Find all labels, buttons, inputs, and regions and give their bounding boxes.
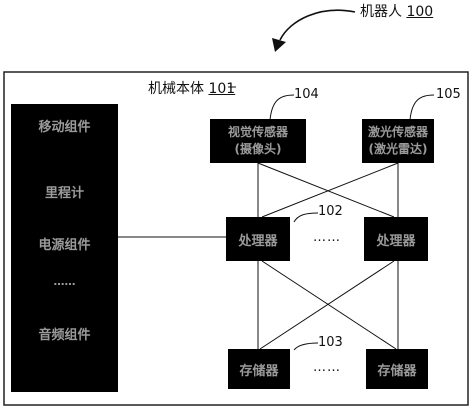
processor-ref-text: 102	[318, 204, 343, 219]
leader-105	[409, 94, 435, 121]
laser-sensor-ref-text: 105	[436, 87, 461, 102]
connector-laser-proc1	[261, 162, 399, 218]
robot-pointer-arrow	[279, 9, 356, 41]
sidebar-item-move: 移动组件	[11, 118, 118, 137]
memory-box-2: 存储器	[366, 349, 428, 389]
leader-103	[293, 342, 319, 351]
robot-pointer-arrowhead	[272, 38, 286, 52]
visual-sensor-ref-text: 104	[294, 87, 319, 102]
sidebar-item-odometer-label: 里程计	[44, 186, 84, 201]
visual-sensor-sub: (摄像头)	[234, 142, 282, 156]
body-label: 机械本体 101	[148, 82, 235, 96]
memory-box-1: 存储器	[228, 349, 290, 389]
processor-box-1: 处理器	[226, 217, 290, 261]
memory-ref: 103	[318, 336, 343, 349]
processor-label-1: 处理器	[238, 233, 278, 249]
sidebar-item-odometer: 里程计	[11, 184, 118, 203]
leader-102	[293, 212, 319, 223]
visual-sensor-box: 视觉传感器 (摄像头)	[210, 119, 306, 163]
memory-label-1: 存储器	[239, 363, 279, 379]
sidebar-item-move-label: 移动组件	[38, 120, 91, 135]
laser-sensor-label: 激光传感器	[367, 125, 428, 139]
processor-box-2: 处理器	[364, 217, 428, 261]
sidebar-item-ellipsis-label: ……	[53, 275, 76, 288]
sidebar-item-power-label: 电源组件	[38, 238, 91, 253]
body-ref: 101	[208, 81, 236, 97]
laser-sensor-sub: (激光雷达)	[368, 142, 428, 156]
sidebar-item-power: 电源组件	[11, 236, 118, 255]
connector-proc1-mem2	[261, 260, 397, 350]
robot-ref: 100	[406, 4, 434, 20]
memory-ref-text: 103	[318, 335, 343, 350]
leader-104	[269, 94, 295, 121]
connector-visual-proc2	[257, 162, 395, 218]
processor-ellipsis: ……	[313, 231, 341, 244]
sidebar-item-audio: 音频组件	[11, 326, 118, 345]
memory-ellipsis-text: ……	[313, 360, 341, 375]
laser-sensor-box: 激光传感器 (激光雷达)	[362, 119, 434, 163]
processor-ref: 102	[318, 205, 343, 218]
processor-label-2: 处理器	[376, 233, 416, 249]
sidebar-item-ellipsis: ……	[11, 272, 118, 291]
memory-ellipsis: ……	[313, 361, 341, 374]
laser-sensor-ref: 105	[436, 88, 461, 101]
connector-proc2-mem1	[259, 260, 395, 350]
component-sidebar: 移动组件 里程计 电源组件 …… 音频组件	[11, 104, 118, 392]
memory-label-2: 存储器	[377, 363, 417, 379]
body-label-text: 机械本体	[148, 81, 204, 97]
robot-label-text: 机器人	[360, 4, 402, 20]
robot-label: 机器人 100	[360, 5, 433, 19]
processor-ellipsis-text: ……	[313, 230, 341, 245]
visual-sensor-ref: 104	[294, 88, 319, 101]
sidebar-item-audio-label: 音频组件	[38, 328, 91, 343]
mechanical-body-frame	[3, 71, 469, 406]
visual-sensor-label: 视觉传感器	[227, 125, 288, 139]
